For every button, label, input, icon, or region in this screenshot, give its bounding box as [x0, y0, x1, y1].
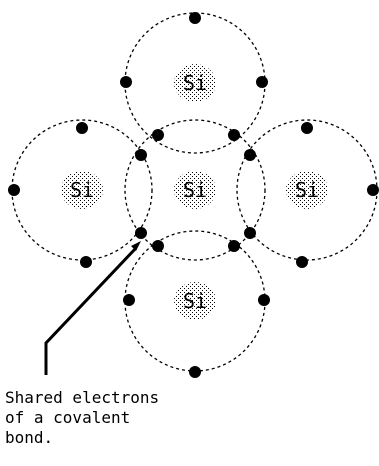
atom-label: Si — [183, 178, 207, 202]
electron — [80, 256, 92, 268]
atom-right: Si — [286, 171, 328, 209]
electron — [256, 76, 268, 88]
caption-line-1: Shared electrons — [5, 388, 160, 407]
atom-left: Si — [61, 171, 103, 209]
electron — [76, 122, 88, 134]
shared-electron — [244, 227, 256, 239]
atom-label: Si — [70, 178, 94, 202]
shared-electron — [135, 149, 147, 161]
nucleus — [174, 64, 216, 102]
shared-electron — [152, 240, 164, 252]
shared-electron — [228, 240, 240, 252]
atom-label: Si — [295, 178, 319, 202]
shared-electron — [135, 227, 147, 239]
nucleus — [286, 171, 328, 209]
electron — [367, 184, 379, 196]
caption: Shared electrons of a covalent bond. — [5, 388, 215, 448]
shared-electron — [244, 149, 256, 161]
nucleus — [174, 171, 216, 209]
electron — [123, 294, 135, 306]
electron — [189, 12, 201, 24]
electron — [189, 366, 201, 378]
shared-electron — [228, 129, 240, 141]
atom-top: Si — [174, 64, 216, 102]
atom-center: Si — [174, 171, 216, 209]
electron — [296, 256, 308, 268]
atom-label: Si — [183, 71, 207, 95]
atom-label: Si — [183, 289, 207, 313]
caption-line-2: of a covalent — [5, 408, 131, 427]
shared-electron — [152, 129, 164, 141]
electron — [120, 76, 132, 88]
electron — [8, 184, 20, 196]
caption-line-3: bond. — [5, 428, 54, 447]
nucleus — [61, 171, 103, 209]
electron — [301, 122, 313, 134]
shell-center — [124, 119, 266, 261]
electron — [258, 294, 270, 306]
pointer-arrow — [44, 241, 141, 375]
atom-bottom: Si — [174, 282, 216, 320]
nucleus — [174, 282, 216, 320]
